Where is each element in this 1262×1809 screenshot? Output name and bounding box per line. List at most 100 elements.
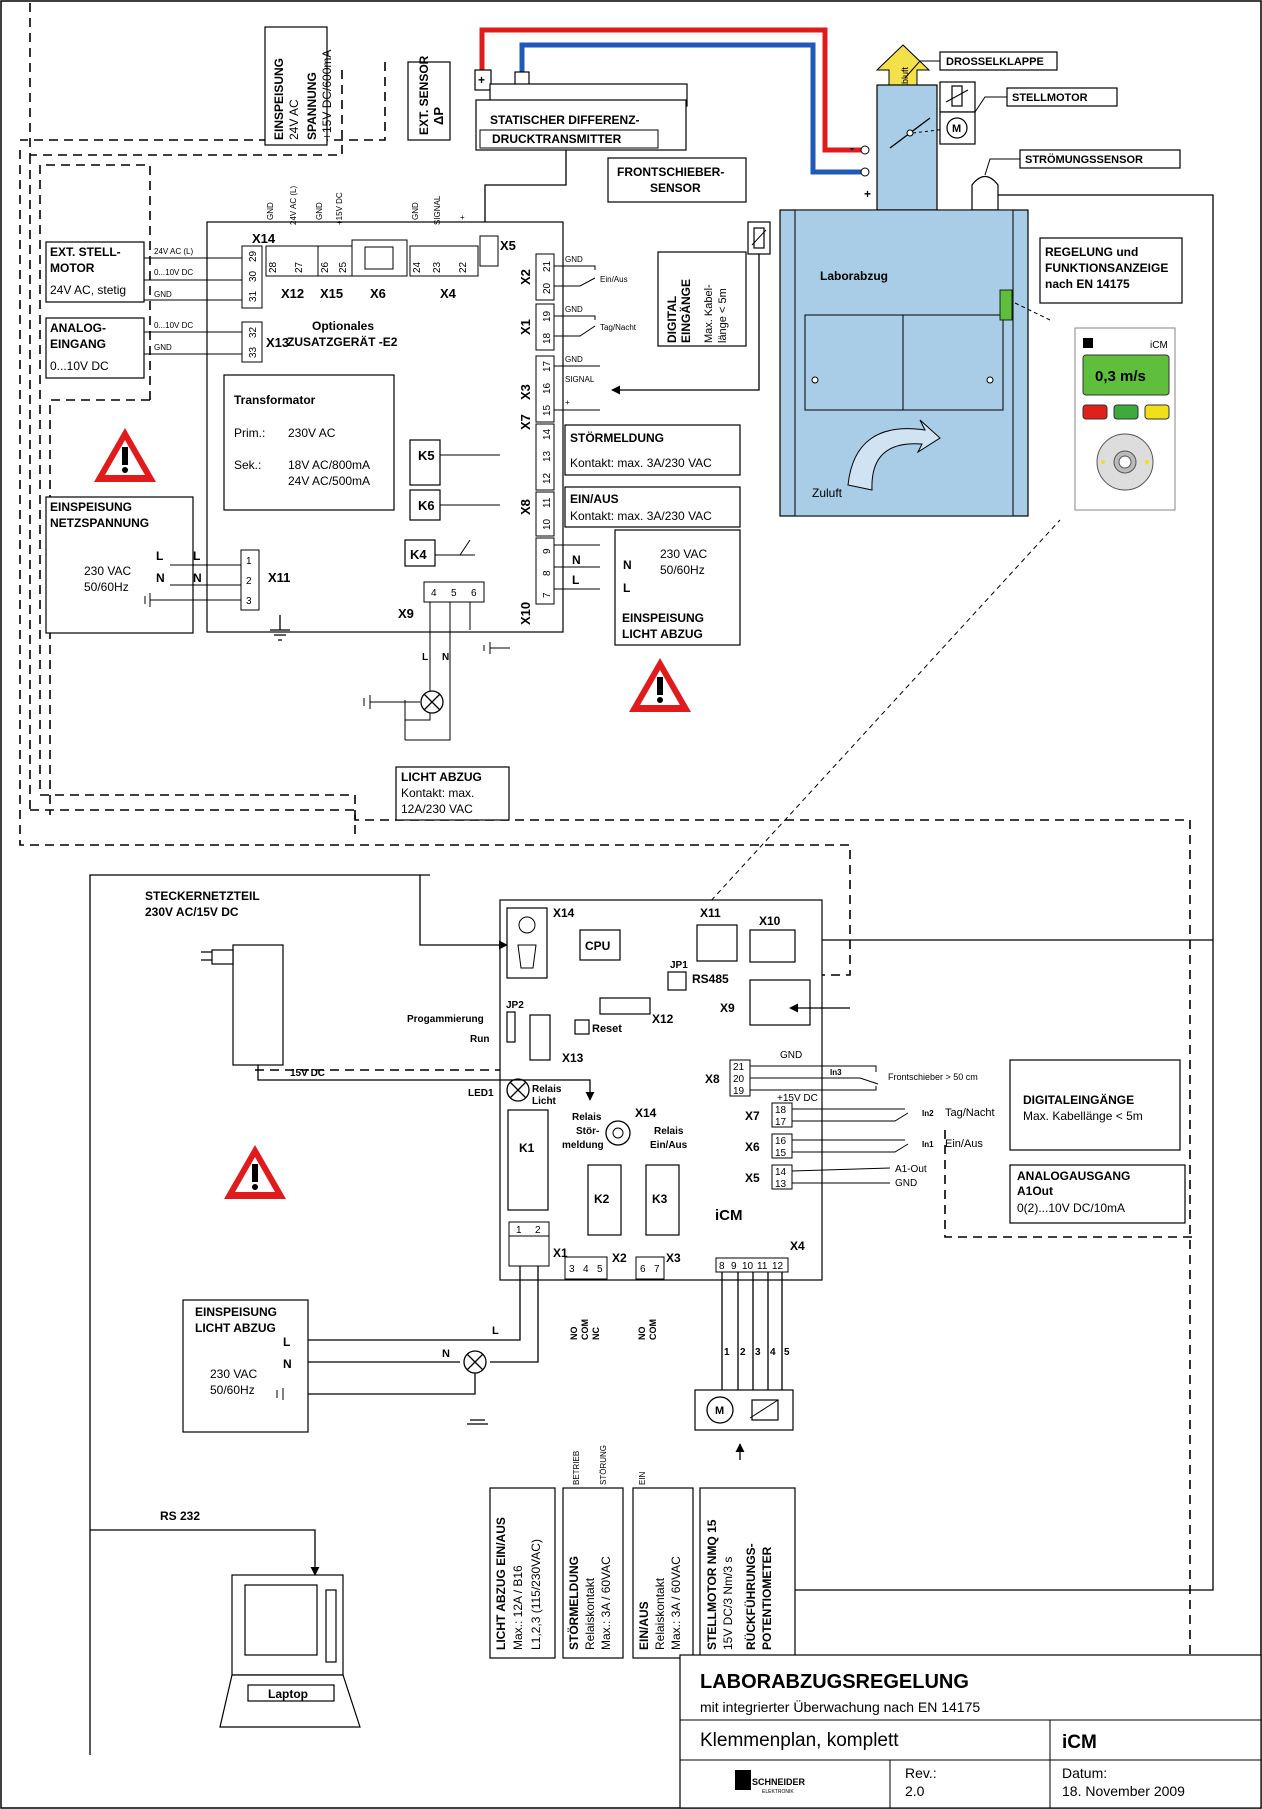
abluft-label: Abluft bbox=[900, 66, 910, 90]
transmitter-to-x5-wire bbox=[484, 150, 567, 230]
exhaust-duct bbox=[876, 84, 938, 211]
stell-title-2: MOTOR bbox=[50, 261, 95, 275]
leg-st-3: Max.: 3A / 60VAC bbox=[599, 1556, 613, 1650]
relay-k5: K5 bbox=[418, 448, 435, 463]
drosselklappe-label: DROSSELKLAPPE bbox=[946, 56, 1044, 68]
e2-right-labels: DIGITAL EINGÄNGE Max. Kabel- länge < 5m … bbox=[554, 251, 747, 646]
stecker-2: 230V AC/15V DC bbox=[145, 905, 239, 919]
netzspannung-box: EINSPEISUNG NETZSPANNUNG L L N N 230 VAC… bbox=[45, 496, 241, 634]
icm-15vdc: +15V DC bbox=[777, 1093, 818, 1104]
icm-led1: LED1 bbox=[468, 1088, 494, 1099]
icm-x8: X8 bbox=[705, 1072, 720, 1086]
icm-dig-1: DIGITALEINGÄNGE bbox=[1023, 1092, 1134, 1107]
pressure-hose-red bbox=[479, 27, 862, 153]
spannung-title: SPANNUNG bbox=[305, 72, 319, 140]
digital-1: DIGITAL bbox=[665, 296, 679, 343]
mp-2: 2 bbox=[740, 1347, 746, 1358]
licht-n: N bbox=[623, 558, 632, 572]
icm-t11: 11 bbox=[757, 1261, 768, 1272]
analog-sub: 0...10V DC bbox=[50, 359, 109, 373]
icm-lamp-circuit: EINSPEISUNG LICHT ABZUG L N 230 VAC 50/6… bbox=[182, 1266, 539, 1433]
ext-sensor-label: EXT. SENSOR ΔP bbox=[407, 55, 451, 141]
icm-in2: In2 bbox=[922, 1109, 934, 1118]
e2-t5: 5 bbox=[451, 588, 457, 599]
digital-4: länge < 5m bbox=[717, 288, 729, 343]
led-red[interactable] bbox=[1082, 404, 1108, 420]
mp-m: M bbox=[715, 1405, 724, 1417]
icm-x14: X14 bbox=[553, 906, 575, 920]
icm-k1: K1 bbox=[519, 1141, 535, 1155]
la-title: LICHT ABZUG bbox=[401, 770, 482, 784]
netz-title-2: NETZSPANNUNG bbox=[50, 516, 149, 530]
trafo-prim-val: 230V AC bbox=[288, 426, 336, 440]
icm-x9: X9 bbox=[720, 1001, 735, 1015]
icm-x6: X6 bbox=[745, 1140, 760, 1154]
trafo-prim: Prim.: bbox=[234, 426, 265, 440]
netz-l-a: L bbox=[156, 549, 163, 563]
icm-in3: In3 bbox=[830, 1068, 842, 1077]
icm-ein-aus: Ein/Aus bbox=[945, 1138, 983, 1150]
schneider-logo: SCHNEIDER ELEKTRONIK bbox=[735, 1770, 806, 1795]
leg-ea-2: Relaiskontakt bbox=[653, 1577, 667, 1650]
leg-sm-4: POTENTIOMETER bbox=[760, 1546, 774, 1650]
rs-3: meldung bbox=[562, 1140, 604, 1151]
icm-wire-n: N bbox=[442, 1348, 450, 1360]
reset-button[interactable] bbox=[574, 1019, 590, 1035]
e2-t27: 27 bbox=[294, 261, 305, 273]
e2-x3-gnd: GND bbox=[565, 355, 583, 364]
regelung-line-1: REGELUNG und bbox=[1045, 245, 1138, 259]
e2-t10: 10 bbox=[542, 518, 553, 530]
icm-t20: 20 bbox=[733, 1074, 745, 1085]
e2-t21: 21 bbox=[542, 260, 553, 272]
icm-t12: 12 bbox=[772, 1261, 784, 1272]
flow-sensor-callout: STRÖMUNGSSENSOR bbox=[971, 149, 1181, 211]
differential-pressure-transmitter: + STATISCHER DIFFERENZ- DRUCKTRANSMITTER bbox=[474, 69, 688, 151]
flow-sensor-to-x10-wire bbox=[760, 194, 1214, 1591]
panel-brand: iCM bbox=[1150, 340, 1168, 351]
icm-reset: Reset bbox=[592, 1023, 622, 1035]
stecker-15vdc: 15V DC bbox=[290, 1068, 325, 1079]
leg-ea-3: Max.: 3A / 60VAC bbox=[669, 1556, 683, 1650]
icm-jp2: JP2 bbox=[506, 1000, 524, 1011]
icm-t18: 18 bbox=[775, 1105, 787, 1116]
e2-t1: 1 bbox=[246, 556, 252, 567]
regelung-line-3: nach EN 14175 bbox=[1045, 277, 1130, 291]
mp-4: 4 bbox=[770, 1347, 776, 1358]
stell-a: 24V AC (L) bbox=[154, 247, 193, 256]
leg-la-3: L1,2,3 (115/230VAC) bbox=[529, 1539, 543, 1650]
re-2: Ein/Aus bbox=[650, 1140, 688, 1151]
e2-t15: 15 bbox=[542, 404, 553, 416]
e2-t33: 33 bbox=[248, 346, 259, 358]
icm-cpu: CPU bbox=[585, 939, 610, 953]
trafo-sek: Sek.: bbox=[234, 458, 261, 472]
e2-t16: 16 bbox=[542, 382, 553, 394]
frontschieber-line-1: FRONTSCHIEBER- bbox=[617, 165, 724, 179]
e2-plus-top: + bbox=[460, 213, 465, 222]
e2-x7: X7 bbox=[518, 414, 533, 430]
tb-title: LABORABZUGSREGELUNG bbox=[700, 1671, 969, 1693]
einaus-k: Kontakt: max. 3A/230 VAC bbox=[570, 509, 712, 523]
bottom-legend: LICHT ABZUG EIN/AUS Max.: 12A / B16 L1,2… bbox=[489, 1445, 796, 1659]
icm-x14b: X14 bbox=[635, 1106, 657, 1120]
steckernetzteil: STECKERNETZTEIL 230V AC/15V DC 15V DC bbox=[89, 874, 595, 1755]
icm-jp1: JP1 bbox=[670, 960, 688, 971]
einspeisung-value: 24V AC bbox=[287, 99, 301, 140]
led-yellow[interactable] bbox=[1144, 404, 1170, 420]
e2-x2-gnd: GND bbox=[565, 255, 583, 264]
dashed-cable-runs bbox=[19, 1, 1195, 1809]
icm-x12: X12 bbox=[652, 1012, 674, 1026]
led-green[interactable] bbox=[1113, 404, 1139, 420]
e2-gnd-c: GND bbox=[411, 202, 420, 220]
icm-t8: 8 bbox=[719, 1261, 725, 1272]
icm-t2: 2 bbox=[535, 1225, 541, 1236]
einspeisung-title: EINSPEISUNG bbox=[272, 58, 286, 140]
flow-sensor-symbol bbox=[971, 175, 999, 211]
e2-zusatzgeraet: 28 27 26 25 24 23 22 GND 24V AC (L) GND … bbox=[206, 186, 637, 641]
hose-plus: + bbox=[864, 187, 871, 201]
title-block: LABORABZUGSREGELUNG mit integrierter Übe… bbox=[679, 1654, 1262, 1809]
leg-sm-3: RÜCKFÜHRUNGS- bbox=[743, 1543, 758, 1650]
icm-x5: X5 bbox=[745, 1171, 760, 1185]
icm-t14: 14 bbox=[775, 1167, 787, 1178]
e2-t24: 24 bbox=[412, 261, 423, 273]
